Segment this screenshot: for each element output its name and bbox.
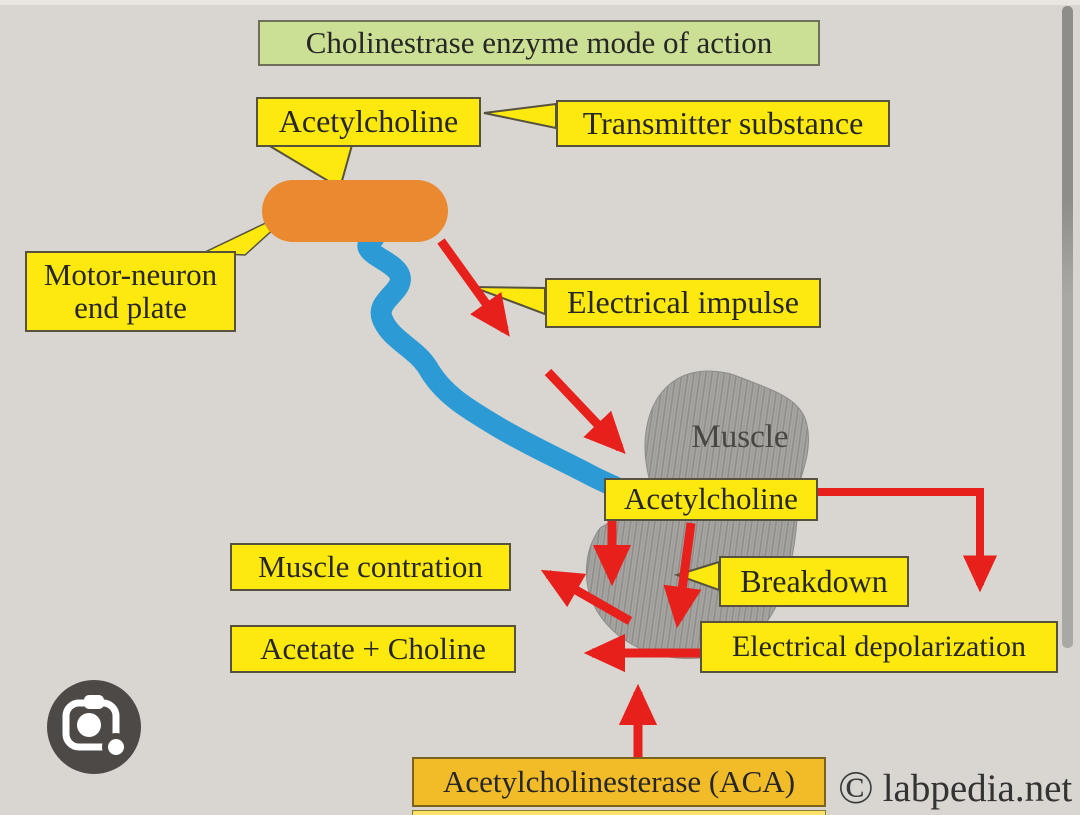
muscle-contration-box: Muscle contration [230, 543, 511, 591]
motor-neuron-end-plate-box: Motor-neuron end plate [25, 251, 236, 332]
electrical-impulse-arrow-2 [544, 368, 626, 455]
watermark: © labpedia.net [838, 760, 1072, 815]
camera-lens-icon [62, 695, 130, 761]
motor-neuron-line2: end plate [74, 289, 187, 325]
axon-path [357, 227, 635, 502]
breakdown-label: Breakdown [740, 562, 888, 599]
transmitter-callout-tail [483, 102, 557, 130]
muscle-contraction-arrow [540, 569, 633, 625]
muscle-contration-label: Muscle contration [258, 548, 483, 584]
breakdown-box: Breakdown [719, 556, 909, 607]
electrical-impulse-box: Electrical impulse [545, 278, 821, 328]
motor-end-plate-shape [262, 180, 448, 242]
scrollbar[interactable] [1062, 6, 1073, 648]
acetylcholine-label: Acetylcholine [278, 103, 459, 140]
electrical-impulse-arrow-1 [437, 238, 510, 337]
acetylcholine-label-box: Acetylcholine [256, 97, 481, 147]
acetate-choline-box: Acetate + Choline [230, 625, 516, 673]
copyright-icon: © [838, 761, 874, 814]
watermark-site: labpedia.net [882, 766, 1073, 810]
transmitter-substance-label: Transmitter substance [582, 104, 864, 141]
muscle-label: Muscle [660, 416, 820, 458]
breakdown-arrow [663, 522, 702, 629]
acetylcholinesterase-label: Acetylcholinesterase (ACA) [442, 763, 796, 799]
diagram-title: Cholinestrase enzyme mode of action [305, 24, 773, 60]
acetylcholine-muscle-box: Acetylcholine [604, 478, 818, 521]
title-box: Cholinestrase enzyme mode of action [258, 20, 820, 66]
electrical-depolarization-label: Electrical depolarization [731, 630, 1026, 664]
electrical-depolarization-box: Electrical depolarization [700, 621, 1058, 673]
depolarization-connector-arrow [818, 488, 998, 593]
acetate-choline-label: Acetate + Choline [260, 630, 486, 666]
muscle-text: Muscle [691, 418, 789, 455]
acetylcholinesterase-box: Acetylcholinesterase (ACA) [412, 757, 826, 807]
top-edge-strip [0, 0, 1080, 5]
camera-lens-button[interactable] [44, 677, 144, 777]
transmitter-substance-box: Transmitter substance [556, 100, 890, 147]
motor-neuron-line1: Motor-neuron [43, 256, 218, 292]
electrical-impulse-label: Electrical impulse [567, 284, 799, 321]
acetylcholine-muscle-label: Acetylcholine [624, 481, 798, 517]
partial-box-bottom-edge [412, 810, 826, 815]
